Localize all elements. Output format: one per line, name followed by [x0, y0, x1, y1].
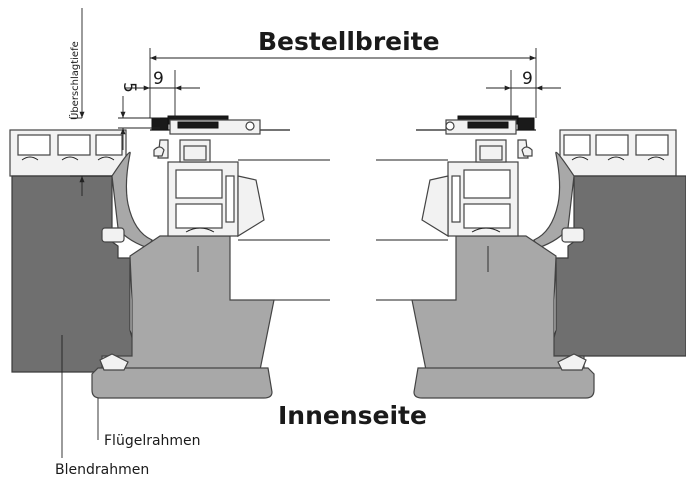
- outer-seal-lip-right: [533, 151, 575, 249]
- sash-bottom-clip-right: [557, 353, 587, 371]
- seal-clip-right: [561, 227, 585, 243]
- right-frame-section: [376, 48, 686, 399]
- right-offset-label: 9: [522, 69, 533, 89]
- overlap-depth-label: Überschlagtiefe: [68, 41, 81, 120]
- inside-label: Innenseite: [278, 401, 427, 430]
- seal-clip: [101, 227, 125, 243]
- left-offset-dim: 9: [125, 69, 200, 118]
- left-frame-section: 9 5 Überschlagtiefe: [9, 8, 330, 458]
- right-top-rail: [416, 115, 536, 159]
- sash-bottom-clip: [99, 353, 129, 371]
- order-width-label: Bestellbreite: [258, 27, 440, 56]
- vertical-offset-dim: 5: [118, 82, 160, 150]
- outer-seal-lip: [111, 151, 153, 249]
- outer-frame-label: Blendrahmen: [55, 462, 149, 478]
- vertical-offset-label: 5: [119, 82, 139, 93]
- sash-base-plate-right: [413, 367, 595, 399]
- sash-base-plate: [91, 367, 273, 399]
- overlap-depth-dim: Überschlagtiefe: [68, 8, 112, 196]
- outer-frame-top-profile-right: [559, 129, 677, 177]
- sash-upper-profile-right: [421, 139, 519, 238]
- outer-frame-top-profile: [9, 129, 127, 177]
- order-width-dimension: Bestellbreite: [150, 27, 536, 61]
- sash-frame-label: Flügelrahmen: [104, 433, 201, 449]
- outer-frame-block-right: [551, 175, 686, 357]
- right-offset-dim: [486, 70, 561, 118]
- left-top-rail: [150, 115, 290, 159]
- left-offset-label: 9: [153, 69, 164, 89]
- sash-upper-profile: [167, 139, 265, 238]
